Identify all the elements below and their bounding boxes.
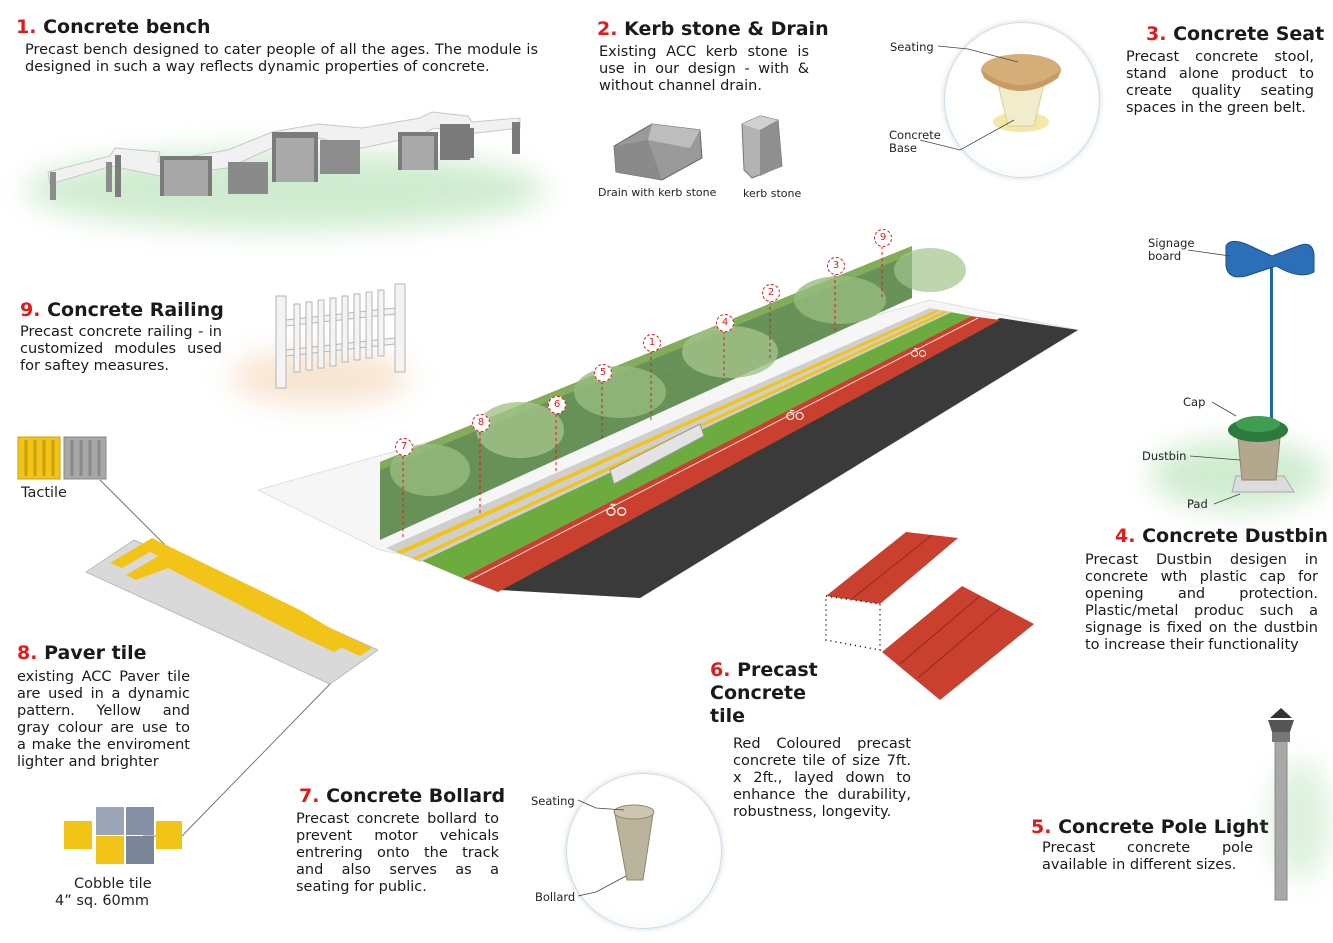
label-seat-base: Concrete Base — [889, 128, 941, 155]
section-body: Precast bench designed to cater people o… — [25, 42, 538, 75]
section-title: 7. Concrete Bollard — [299, 785, 506, 807]
section-title: 9. Concrete Railing — [20, 299, 224, 321]
section-concrete-bench: 1. Concrete bench Precast bench designed… — [16, 16, 538, 76]
marker-leaders — [402, 246, 883, 538]
precast-tile-illustration — [825, 532, 1034, 700]
section-precast-tile: 6. Precast Concrete tile Red Coloured pr… — [710, 659, 911, 821]
label-kerb-stone: kerb stone — [743, 187, 802, 200]
section-title: 1. Concrete bench — [16, 16, 211, 38]
concrete-seat-illustration — [981, 54, 1061, 132]
label-cap: Cap — [1183, 395, 1206, 409]
railing-illustration — [275, 283, 406, 389]
section-body: Precast concrete pole available in diffe… — [1042, 840, 1253, 873]
section-title: 4. Concrete Dustbin — [1115, 525, 1329, 547]
label-pad: Pad — [1187, 497, 1208, 511]
section-title: 2. Kerb stone & Drain — [597, 18, 829, 40]
section-body: Existing ACC kerb stone is use in our de… — [599, 44, 809, 94]
label-dustbin: Dustbin — [1142, 449, 1187, 463]
label-seat-seating: Seating — [890, 40, 934, 54]
paver-strip-illustration — [84, 538, 380, 685]
section-title: 5. Concrete Pole Light — [1031, 816, 1269, 838]
map-marker[interactable]: 4 — [716, 314, 734, 332]
svg-text:ഠ̃ഠ: ഠ̃ഠ — [785, 408, 804, 424]
label-drain-with-kerb: Drain with kerb stone — [598, 186, 717, 199]
concrete-bench-illustration — [47, 111, 521, 200]
map-marker[interactable]: 8 — [472, 414, 490, 432]
section-concrete-railing: 9. Concrete Railing Precast concrete rai… — [20, 299, 224, 375]
section-title: 3. Concrete Seat — [1146, 23, 1325, 45]
section-title: 8. Paver tile — [17, 642, 147, 664]
section-concrete-bollard: 7. Concrete Bollard Precast concrete bol… — [296, 785, 506, 896]
label-bollard-seating: Seating — [531, 794, 575, 808]
map-marker[interactable]: 7 — [395, 438, 413, 456]
section-concrete-seat: 3. Concrete Seat Precast concrete stool,… — [1126, 23, 1325, 117]
map-marker[interactable]: 2 — [762, 284, 780, 302]
bollard-illustration — [613, 804, 655, 881]
section-body: Precast concrete stool, stand alone prod… — [1126, 49, 1314, 116]
svg-text:ഠ̃ഠ: ഠ̃ഠ — [605, 501, 627, 520]
section-body: Precast concrete bollard to prevent moto… — [296, 811, 499, 895]
map-marker[interactable]: 9 — [874, 229, 892, 247]
label-tactile: Tactile — [21, 485, 67, 501]
map-marker[interactable]: 6 — [548, 396, 566, 414]
dustbin-illustration — [1225, 240, 1315, 493]
section-pole-light: 5. Concrete Pole Light Precast concrete … — [1031, 816, 1269, 874]
label-signage-board: Signage board — [1148, 236, 1195, 263]
cobble-tile-illustration — [64, 807, 182, 864]
kerb-stone-illustration — [613, 115, 783, 181]
bollard-inset-circle — [566, 773, 722, 929]
section-body: existing ACC Paver tile are used in a dy… — [17, 669, 190, 770]
section-kerb-stone: 2. Kerb stone & Drain Existing ACC kerb … — [597, 18, 829, 95]
map-marker[interactable]: 3 — [827, 257, 845, 275]
label-cobble-tile: Cobble tile — [74, 876, 152, 892]
map-marker[interactable]: 1 — [643, 334, 661, 352]
section-body: Precast concrete railing - in customized… — [20, 324, 222, 374]
section-title: 6. Precast Concrete tile — [710, 659, 818, 727]
tactile-swatches — [17, 436, 107, 480]
section-concrete-dustbin: 4. Concrete Dustbin Precast Dustbin desi… — [1085, 525, 1329, 654]
section-body: Red Coloured precast concrete tile of si… — [733, 736, 911, 820]
section-paver-tile: 8. Paver tile existing ACC Paver tile ar… — [17, 642, 190, 771]
pole-light-illustration — [1268, 708, 1294, 901]
label-leaders — [577, 45, 1241, 897]
label-bollard: Bollard — [535, 890, 576, 904]
grass-wash — [1150, 440, 1325, 510]
label-cobble-size: 4” sq. 60mm — [55, 893, 150, 909]
map-marker[interactable]: 5 — [594, 364, 612, 382]
street-perspective: ഠ̃ഠ ഠ̃ഠ ഠ̃ഠ — [256, 246, 1080, 599]
section-body: Precast Dustbin desigen in concrete wth … — [1085, 552, 1318, 653]
svg-text:ഠ̃ഠ: ഠ̃ഠ — [910, 346, 926, 360]
